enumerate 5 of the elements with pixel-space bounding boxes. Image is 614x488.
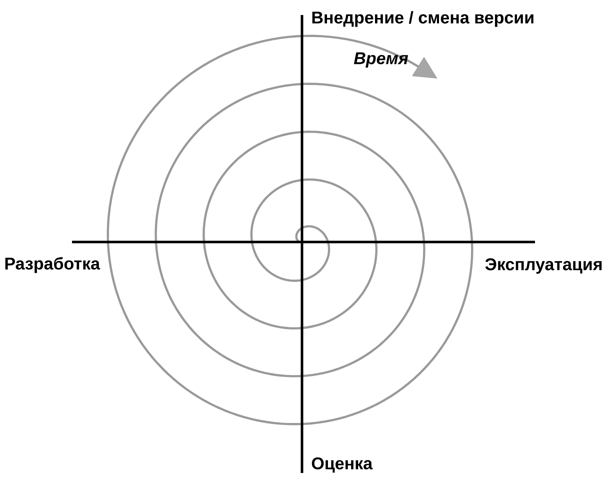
time-label: Время (354, 52, 408, 68)
axis-label: Эксплуатация (485, 258, 602, 274)
axis-label: Внедрение / смена версии (312, 11, 534, 27)
axis-label: Разработка (5, 257, 100, 273)
axis-label: Оценка (312, 457, 373, 473)
